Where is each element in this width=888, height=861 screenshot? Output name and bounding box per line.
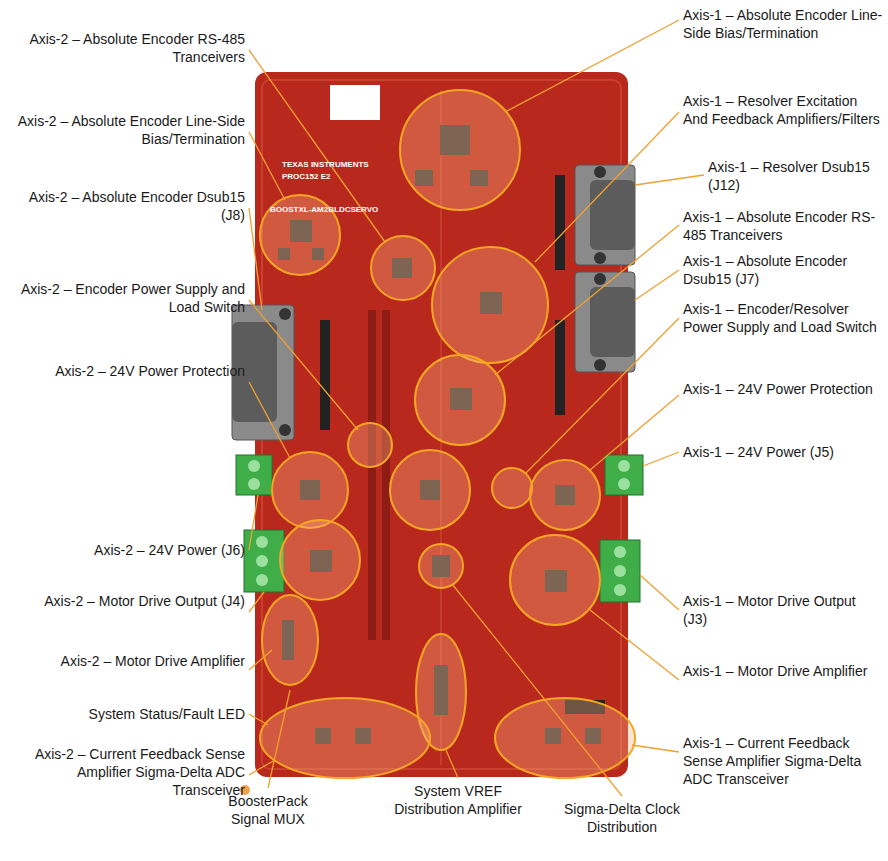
callout-label: Axis-1 – 24V Power (J5) [683,443,883,461]
callout-label: Axis-2 – Absolute Encoder RS-485 Trancei… [10,30,245,66]
callout-label: Axis-2 – Current Feedback Sense Amplifie… [10,745,245,799]
callout-label: Axis-1 – Resolver Excitation And Feedbac… [683,92,883,128]
terminal-block [605,455,643,495]
callout-label: Axis-2 – Motor Drive Amplifier [10,652,245,670]
label-patch [330,85,380,120]
callout-label: Axis-1 – Motor Drive Output (J3) [683,592,883,628]
callout-label: Axis-1 – Resolver Dsub15 (J12) [708,158,883,194]
silkscreen-text: PROC152 E2 [282,172,382,182]
callout-label: System Status/Fault LED [10,705,245,723]
callout-label: Axis-1 – Current Feedback Sense Amplifie… [683,734,883,788]
silkscreen-text: BOOSTXL-AM2BLDCSERVO [270,205,400,215]
terminal-block [600,540,640,602]
callout-label: Axis-2 – Absolute Encoder Dsub15 (J8) [10,188,245,224]
callout-label: Axis-1 – Absolute Encoder RS-485 Trancei… [683,208,883,244]
highlight-circle [260,90,635,778]
callout-label: BoosterPack Signal MUX [208,792,328,828]
pcb-edge [262,80,621,769]
callout-label: Axis-2 – 24V Power (J6) [10,541,245,559]
callout-label: Axis-1 – 24V Power Protection [683,380,883,398]
callout-label: Axis-1 – Absolute Encoder Dsub15 (J7) [683,252,883,288]
callout-label: Axis-1 – Motor Drive Amplifier [683,662,883,680]
callout-label: Axis-2 – Motor Drive Output (J4) [10,592,245,610]
pin-header [320,175,605,714]
callout-label: System VREF Distribution Amplifier [378,782,538,818]
callout-label: Axis-2 – 24V Power Protection [10,362,245,380]
pcb-board [255,72,628,777]
terminal-block [244,530,284,592]
callout-label: Axis-2 – Encoder Power Supply and Load S… [10,280,245,316]
callout-label: Axis-1 – Absolute Encoder Line-Side Bias… [683,6,883,42]
callout-label: Sigma-Delta Clock Distribution [552,800,692,836]
silkscreen-text: TEXAS INSTRUMENTS [282,160,382,170]
terminal-block [236,455,272,495]
dsub-connector [575,272,635,372]
callout-label: Axis-2 – Absolute Encoder Line-Side Bias… [10,112,245,148]
callout-label: Axis-1 – Encoder/Resolver Power Supply a… [683,300,883,336]
dsub-connector [575,165,635,265]
leader-line [249,20,704,796]
